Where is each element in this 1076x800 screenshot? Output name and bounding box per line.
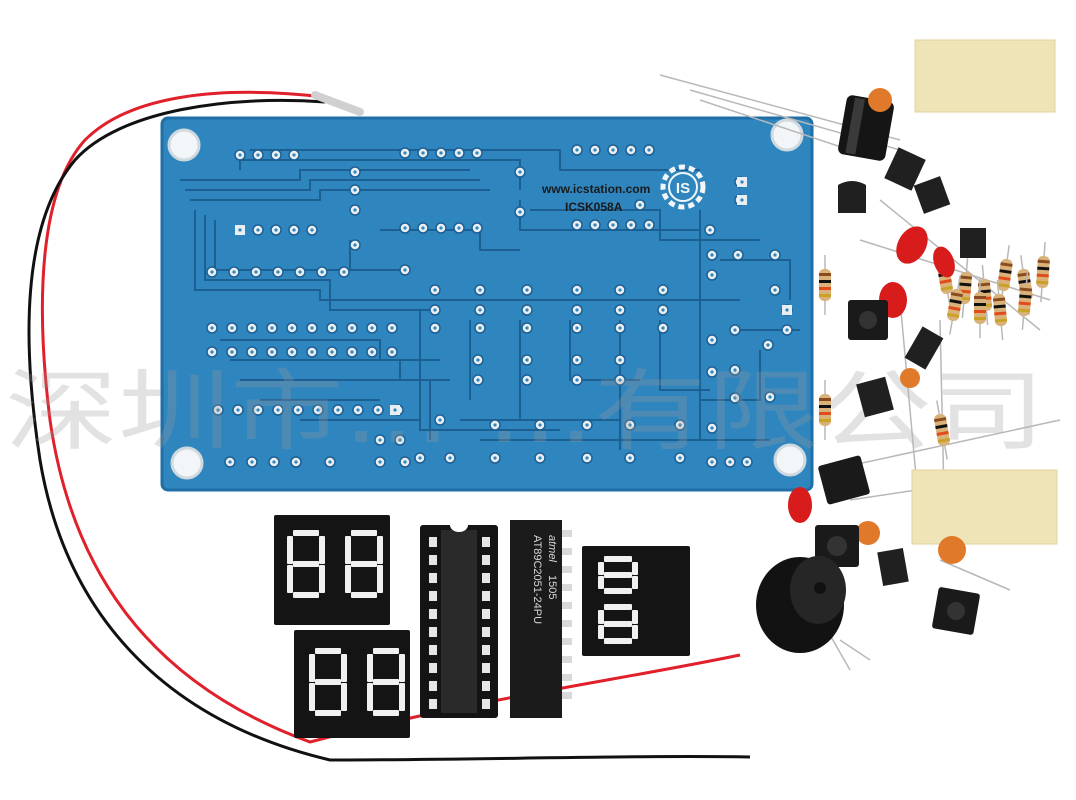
pcb-pads: [206, 144, 793, 468]
board-url: www.icstation.com: [541, 182, 650, 196]
tape-bottom: [911, 469, 1058, 545]
tape-top: [914, 39, 1056, 113]
board-model: ICSK058A: [565, 200, 623, 214]
wire-connector: [311, 91, 364, 116]
black-wire: [27, 98, 751, 762]
microcontroller-chip: atmel 1505 AT89C2051-24PU: [510, 520, 572, 718]
logo-text: IS: [676, 180, 690, 197]
seven-segment-display: [274, 515, 390, 625]
chip-part: AT89C2051-24PU: [531, 535, 543, 624]
ic-socket: [420, 525, 498, 718]
watermark: 深圳市... ...有限公司: [5, 360, 1045, 463]
seven-segment-displays: [274, 515, 690, 738]
icstation-logo: IS: [660, 164, 706, 210]
ceramic-capacitors: [856, 88, 966, 564]
component-bundle: [659, 39, 1061, 671]
pcb-board: IS www.icstation.com ICSK058A: [160, 116, 814, 492]
mounting-holes: [167, 118, 807, 480]
seven-segment-display: [294, 630, 410, 738]
tape-strips: [911, 39, 1058, 545]
transistors: [838, 147, 986, 586]
chip-brand: atmel: [546, 535, 558, 562]
chip-code: 1505: [546, 575, 558, 599]
buzzer: [756, 556, 846, 653]
seven-segment-display: [582, 546, 690, 656]
push-buttons: [815, 300, 980, 635]
